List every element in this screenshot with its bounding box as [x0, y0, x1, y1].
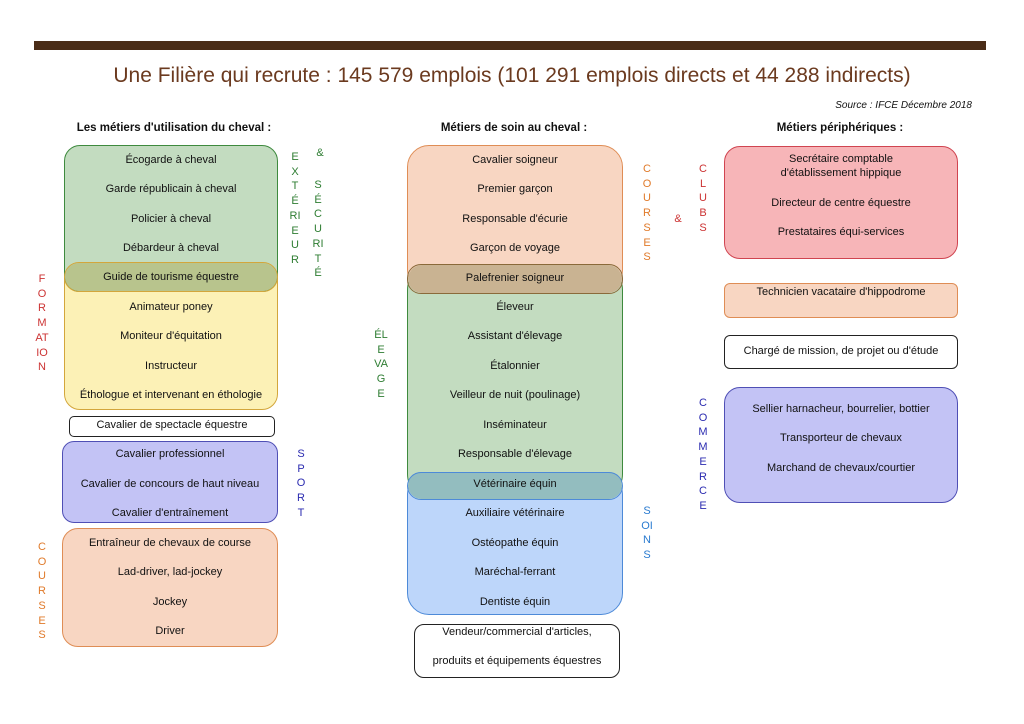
sport-group [62, 441, 278, 523]
job-item: Cavalier de spectacle équestre [96, 419, 248, 431]
technicien-box [724, 283, 958, 318]
label-sport: SPORT [296, 448, 306, 519]
job-item: Vétérinaire équin [473, 478, 557, 490]
job-item: Driver [155, 625, 185, 637]
job-item: Sellier harnacheur, bourrelier, bottier [752, 403, 930, 415]
charge-box [724, 335, 958, 369]
label-and-left: & [316, 147, 324, 159]
elevage-group [407, 264, 623, 500]
job-item: Instructeur [145, 360, 197, 372]
job-item: Moniteur d'équitation [120, 330, 222, 342]
label-securite: SÉCURITÉ [312, 179, 324, 280]
job-item: Garçon de voyage [470, 242, 560, 254]
job-item: Inséminateur [483, 419, 547, 431]
job-item: produits et équipements équestres [432, 655, 602, 667]
label-clubs: CLUBS [699, 163, 707, 234]
overlap-outline [407, 264, 623, 294]
job-item: Étalonnier [490, 360, 540, 372]
job-item: Lad-driver, lad-jockey [117, 566, 223, 578]
job-item: Animateur poney [129, 301, 213, 313]
job-item: Ostéopathe équin [471, 537, 559, 549]
job-item: Guide de tourisme équestre [103, 271, 239, 283]
job-item: Premier garçon [477, 183, 553, 195]
label-formation: FORMATION [35, 273, 49, 374]
left-column-heading: Les métiers d'utilisation du cheval : [76, 122, 272, 134]
job-item: Technicien vacataire d'hippodrome [756, 286, 926, 298]
job-item: Dentiste équin [479, 596, 551, 608]
job-item: Garde républicain à cheval [105, 183, 237, 195]
label-courses-middle: COURSES [642, 163, 652, 264]
spectacle-box [69, 416, 275, 437]
job-item: Directeur de centre équestre [771, 197, 911, 209]
label-exterieur: EXTÉRIEUR [289, 151, 301, 266]
job-item: Palefrenier soigneur [465, 272, 565, 284]
overlap-outline [407, 472, 623, 500]
job-item: Cavalier soigneur [472, 154, 558, 166]
exterieur-formation-overlap [65, 263, 277, 291]
job-item: Chargé de mission, de projet ou d'étude [743, 345, 939, 357]
label-courses-left: COURSES [37, 541, 47, 642]
label-elevage: ÉLEVAGE [374, 329, 388, 400]
source-note: Source : IFCE Décembre 2018 [835, 100, 972, 111]
job-item: Prestataires équi-services [777, 226, 905, 238]
clubs-group [724, 146, 958, 259]
label-commerce: COMMERCE [698, 397, 708, 512]
job-item: Policier à cheval [130, 213, 212, 225]
job-item: Vendeur/commercial d'articles, [442, 626, 592, 638]
job-item: Auxiliaire vétérinaire [465, 507, 565, 519]
job-item: Veilleur de nuit (poulinage) [449, 389, 581, 401]
courses-elevage-overlap [408, 265, 622, 293]
job-item: Assistant d'élevage [467, 330, 563, 342]
job-item: Maréchal-ferrant [474, 566, 556, 578]
label-and-middle: & [674, 213, 682, 225]
job-item: Transporteur de chevaux [780, 432, 902, 444]
vendeur-box [414, 624, 620, 678]
job-item: Cavalier professionnel [115, 448, 225, 460]
job-item: Débardeur à cheval [122, 242, 219, 254]
job-item: Écogarde à cheval [125, 154, 217, 166]
job-item: Jockey [152, 596, 188, 608]
job-item: Éleveur [496, 301, 534, 313]
job-item: Secrétaire comptable [789, 153, 893, 165]
job-item: Responsable d'écurie [462, 213, 568, 225]
job-item: Cavalier d'entraînement [111, 507, 229, 519]
elevage-soins-overlap [408, 472, 622, 499]
middle-column-heading: Métiers de soin au cheval : [440, 122, 588, 134]
right-column-heading: Métiers périphériques : [776, 122, 904, 134]
job-item: d'établissement hippique [780, 167, 902, 179]
courses-group-left [62, 528, 278, 647]
top-rule [34, 41, 986, 50]
job-item: Marchand de chevaux/courtier [767, 462, 915, 474]
job-item: Responsable d'élevage [457, 448, 573, 460]
label-soins: SOINS [641, 505, 653, 562]
job-item: Entraîneur de chevaux de course [88, 537, 252, 549]
page-title: Une Filière qui recrute : 145 579 emploi… [113, 64, 911, 87]
commerce-group [724, 387, 958, 503]
overlap-outline [64, 262, 278, 292]
job-item: Cavalier de concours de haut niveau [80, 478, 260, 490]
job-item: Éthologue et intervenant en éthologie [79, 389, 263, 401]
